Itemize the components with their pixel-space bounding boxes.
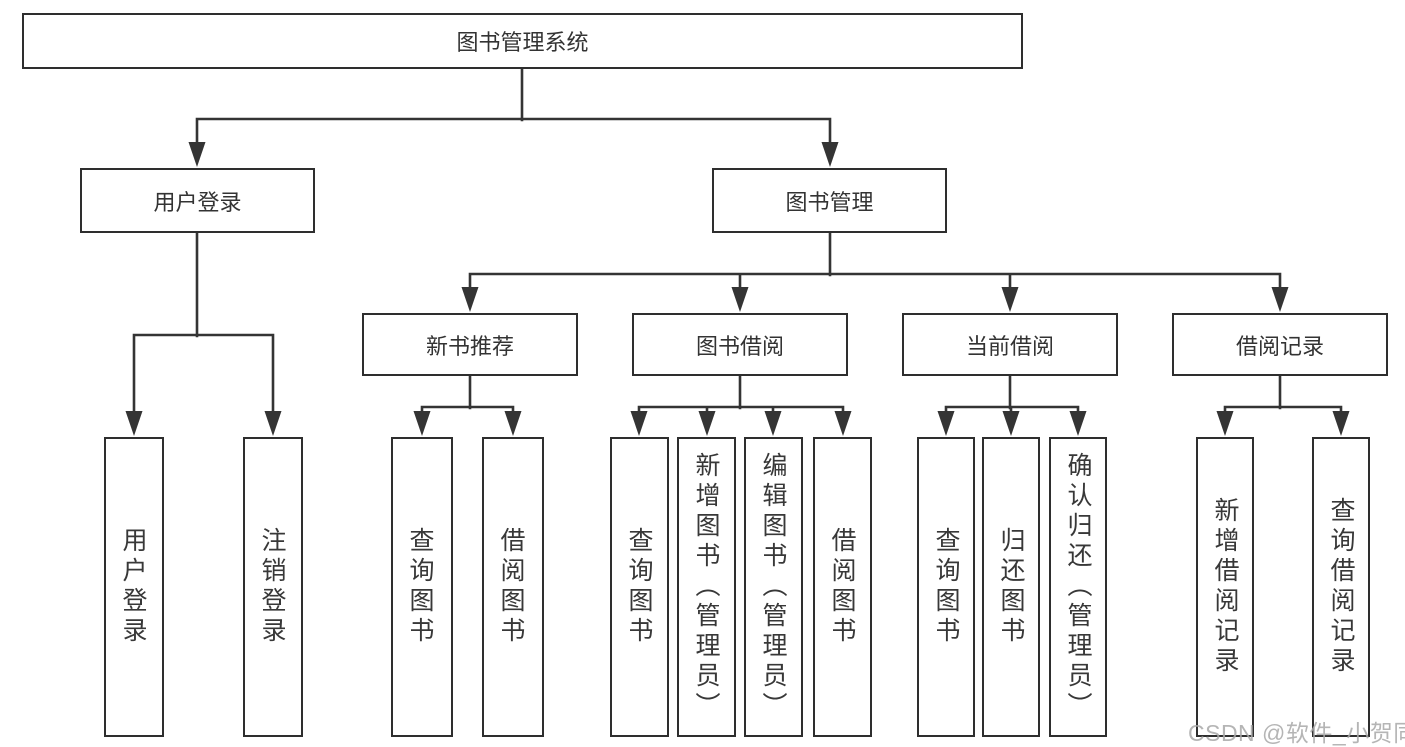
- leaf-bb-query-books: 查询图书: [610, 437, 669, 737]
- leaf-bb-borrow-books: 借阅图书: [813, 437, 872, 737]
- leaf-user-login: 用户登录: [104, 437, 164, 737]
- node-book-borrowing: 图书借阅: [632, 313, 848, 376]
- leaf-br-add-borrow-record: 新增借阅记录: [1196, 437, 1254, 737]
- csdn-watermark: CSDN @软件_小贺同学: [1188, 720, 1405, 746]
- node-user-login-branch: 用户登录: [80, 168, 315, 233]
- leaf-logout-login: 注销登录: [243, 437, 303, 737]
- leaf-cb-confirm-return-admin: 确认归还（管理员）: [1049, 437, 1107, 737]
- node-new-book-recommendation: 新书推荐: [362, 313, 578, 376]
- leaf-br-query-borrow-record: 查询借阅记录: [1312, 437, 1370, 737]
- leaf-nbr-query-books: 查询图书: [391, 437, 453, 737]
- leaf-cb-return-books: 归还图书: [982, 437, 1040, 737]
- leaf-bb-add-books-admin: 新增图书（管理员）: [677, 437, 736, 737]
- leaf-nbr-borrow-books: 借阅图书: [482, 437, 544, 737]
- node-borrowing-records: 借阅记录: [1172, 313, 1388, 376]
- node-book-management: 图书管理: [712, 168, 947, 233]
- node-current-borrowing: 当前借阅: [902, 313, 1118, 376]
- node-library-system: 图书管理系统: [22, 13, 1023, 69]
- leaf-cb-query-books: 查询图书: [917, 437, 975, 737]
- leaf-bb-edit-books-admin: 编辑图书（管理员）: [744, 437, 803, 737]
